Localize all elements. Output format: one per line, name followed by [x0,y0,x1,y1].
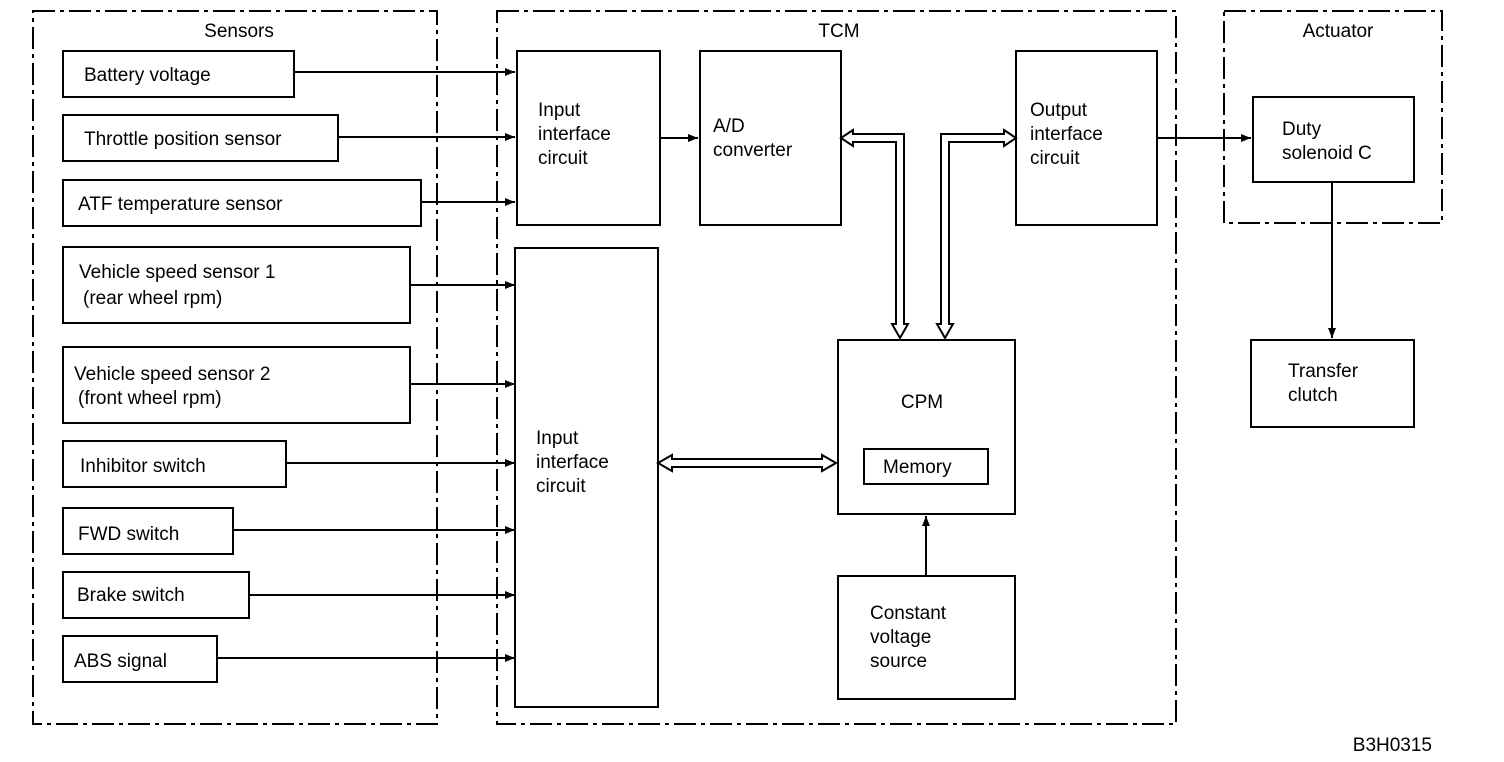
cpm-block: CPM Memory [837,339,1016,515]
cpm-output-bus-arrow [935,128,1018,341]
sensor-throttle-position: Throttle position sensor [62,114,339,162]
svg-text:interface: interface [1030,124,1103,145]
sensor-vehicle-speed-1: Vehicle speed sensor 1 (rear wheel rpm) [62,246,411,324]
sensor-vehicle-speed-2: Vehicle speed sensor 2 (front wheel rpm) [62,346,411,424]
sensor-label: Brake switch [77,585,185,606]
sensor-label: Vehicle speed sensor 2 [74,364,270,385]
sensor-fwd-switch: FWD switch [62,507,234,555]
svg-text:circuit: circuit [536,476,586,497]
sensor-atf-temperature: ATF temperature sensor [62,179,422,227]
actuator-group-frame [1223,10,1443,224]
output-interface-circuit: Output interface circuit [1015,50,1158,226]
sensor-label: ABS signal [74,651,167,672]
svg-text:Output: Output [1030,100,1088,121]
sensor-battery-voltage: Battery voltage [62,50,295,98]
input-interface-circuit-digital: Input interface circuit [514,247,659,708]
svg-text:voltage: voltage [870,627,931,648]
sensor-signal-wires [217,68,515,662]
figure-code: B3H0315 [1353,735,1432,756]
sensor-label-sub: (rear wheel rpm) [83,288,222,309]
sensor-label-sub: (front wheel rpm) [78,388,222,409]
input-interface-circuit-analog: Input interface circuit [516,50,661,226]
sensor-brake-switch: Brake switch [62,571,250,619]
svg-text:clutch: clutch [1288,385,1338,406]
input-cpm-bus-arrow [655,453,839,473]
cpm-label: CPM [901,392,943,413]
sensor-label: Inhibitor switch [80,456,206,477]
tcm-group-frame [496,10,1177,725]
sensor-inhibitor-switch: Inhibitor switch [62,440,287,488]
ad-cpm-bus-arrow [839,128,910,341]
svg-text:converter: converter [713,140,793,161]
sensors-group-title: Sensors [204,21,274,42]
tcm-group-title: TCM [818,21,859,42]
svg-text:circuit: circuit [538,148,588,169]
sensor-label: Battery voltage [84,65,211,86]
sensors-group-frame [32,10,438,725]
sensor-label: ATF temperature sensor [78,194,283,215]
svg-text:Constant: Constant [870,603,947,624]
svg-text:Transfer: Transfer [1288,361,1359,382]
actuator-group-title: Actuator [1303,21,1374,42]
svg-text:solenoid C: solenoid C [1282,143,1372,164]
svg-text:Input: Input [538,100,581,121]
sensor-label: FWD switch [78,524,179,545]
sensor-abs-signal: ABS signal [62,635,218,683]
transfer-clutch: Transfer clutch [1250,339,1415,428]
constant-voltage-source: Constant voltage source [837,575,1016,700]
duty-solenoid-c: Duty solenoid C [1252,96,1415,183]
svg-text:circuit: circuit [1030,148,1080,169]
svg-text:Input: Input [536,428,579,449]
svg-text:Duty: Duty [1282,119,1322,140]
memory-label: Memory [883,457,952,478]
ad-converter: A/D converter [699,50,842,226]
sensor-label: Vehicle speed sensor 1 [79,262,275,283]
svg-text:source: source [870,651,927,672]
svg-text:interface: interface [538,124,611,145]
svg-text:A/D: A/D [713,116,745,137]
sensor-label: Throttle position sensor [84,129,282,150]
memory-block [863,448,989,485]
svg-text:interface: interface [536,452,609,473]
